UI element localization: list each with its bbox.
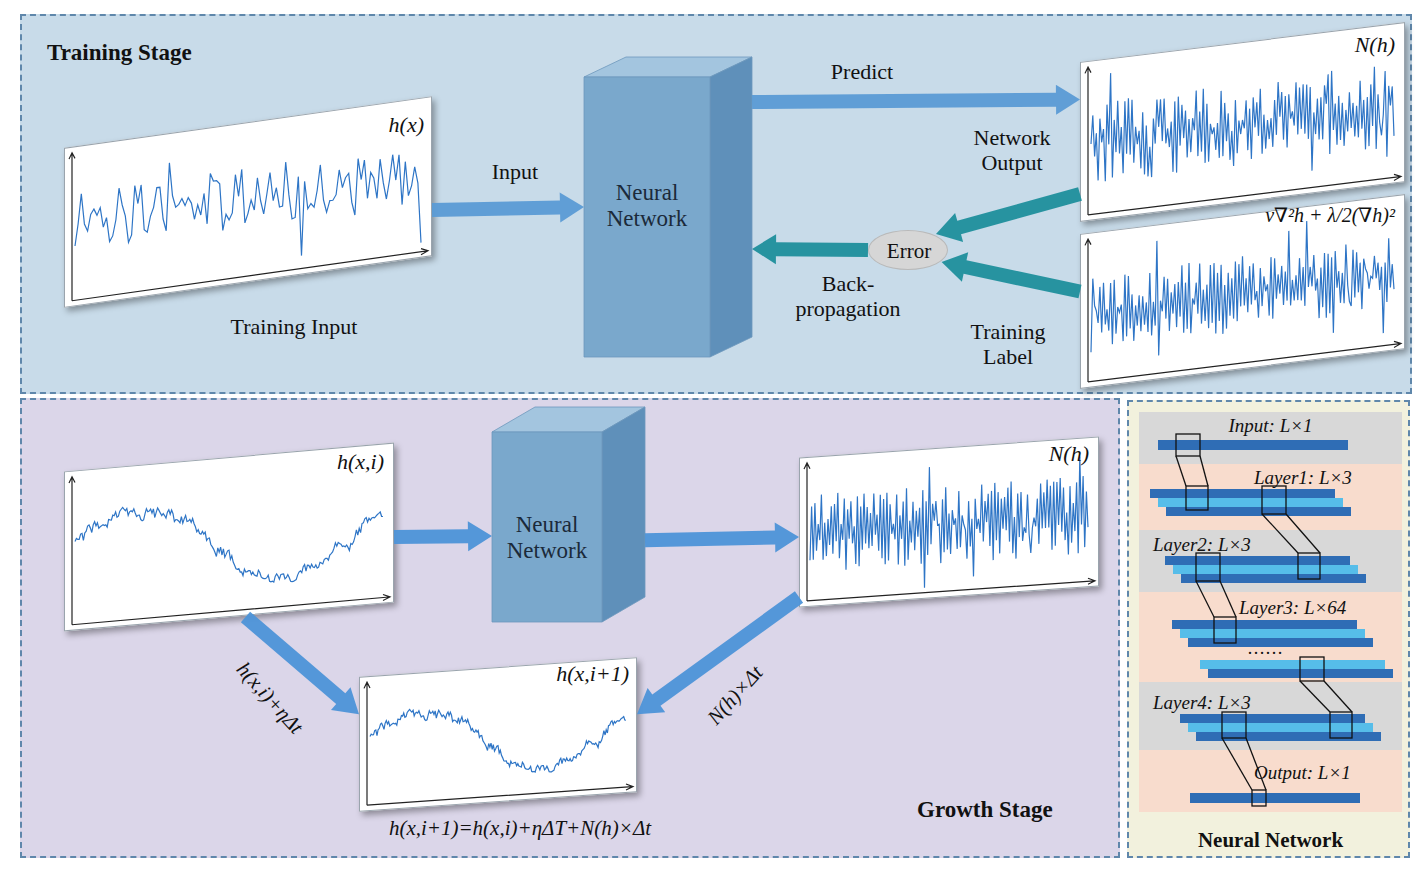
training-label-plot: ν∇²h + λ/2(∇h)² — [1080, 214, 1405, 369]
block-label: Neural Network — [584, 180, 710, 233]
signal-curve — [75, 127, 421, 291]
training-stage-panel: Training Stageh(x)Training InputNeural N… — [20, 14, 1412, 394]
error-label: Error — [869, 239, 949, 263]
edge-label: Predict — [807, 59, 917, 84]
neural-network-block: Neural Network — [492, 407, 645, 622]
layer-label: Layer1: L×3 — [1254, 467, 1399, 489]
panel-title: Training Stage — [47, 40, 307, 66]
edge-label: Network Output — [957, 125, 1067, 176]
panel-title: Growth Stage — [917, 797, 1117, 823]
plot-axes — [1085, 201, 1401, 386]
plot-frame — [64, 96, 432, 308]
plot-label: h(x) — [314, 112, 424, 137]
plot-axes — [804, 443, 1095, 604]
plot-axes — [69, 449, 390, 628]
plot-caption: Training Input — [154, 314, 434, 339]
edge-label: Input — [470, 159, 560, 184]
layer-label: Layer2: L×3 — [1153, 534, 1298, 556]
layer-band: Layer3: L×64 — [1139, 592, 1402, 682]
layer-label: Layer3: L×64 — [1239, 597, 1394, 619]
signal-curve — [810, 456, 1088, 596]
signal-curve — [1091, 210, 1394, 369]
neural-network-block: Neural Network — [584, 57, 752, 357]
next-height-plot: h(x,i+1) — [359, 667, 637, 802]
layer-band: Layer1: L×3 — [1139, 464, 1402, 530]
error-ellipse: Error — [868, 230, 948, 270]
layer-band: Input: L×1 — [1139, 412, 1402, 464]
plot-label: h(x,i+1) — [499, 661, 629, 686]
edge-label: Training Label — [953, 319, 1063, 370]
plot-label: h(x,i) — [279, 449, 384, 474]
layer-label: Output: L×1 — [1254, 762, 1399, 784]
cube-side — [602, 407, 645, 622]
panel-title: Neural Network — [1129, 828, 1412, 852]
plot-label: N(h) — [1295, 32, 1395, 57]
plot-label: ν∇²h + λ/2(∇h)² — [1195, 204, 1395, 227]
plot-axes — [1085, 29, 1401, 219]
layer-band: Layer4: L×3 — [1139, 682, 1402, 750]
network-architecture-panel: Neural Network Input: L×1Layer1: L×3Layer… — [1127, 400, 1410, 858]
cube-side — [710, 57, 752, 357]
layer-band: Output: L×1 — [1139, 750, 1402, 812]
edge-label: Back-propagation — [783, 271, 913, 322]
update-formula: h(x,i+1)=h(x,i)+ηΔT+N(h)×Δt — [389, 816, 651, 840]
signal-curve — [370, 694, 626, 784]
growth-stage-panel: Growth Stage h(x,i) Neural Network N(h) h(x,… — [20, 398, 1120, 858]
cube-front — [492, 432, 602, 622]
training-input-plot: h(x)Training Input — [64, 122, 432, 282]
layer-label: Layer4: L×3 — [1153, 692, 1298, 714]
plot-area — [65, 97, 433, 309]
plot-axes — [69, 103, 428, 304]
height-profile-plot: h(x,i) — [64, 457, 394, 617]
layer-label: Input: L×1 — [1139, 415, 1402, 437]
layer-band: Layer2: L×3 — [1139, 530, 1402, 592]
signal-curve — [75, 485, 383, 601]
plot-label: N(h) — [989, 441, 1089, 466]
signal-curve — [1091, 38, 1394, 197]
cube-front — [584, 77, 710, 357]
network-output-plot: N(h) — [799, 447, 1099, 597]
block-label: Neural Network — [492, 512, 602, 565]
network-output-plot: N(h) — [1080, 42, 1405, 202]
ellipsis-mark: …… — [1247, 638, 1283, 659]
